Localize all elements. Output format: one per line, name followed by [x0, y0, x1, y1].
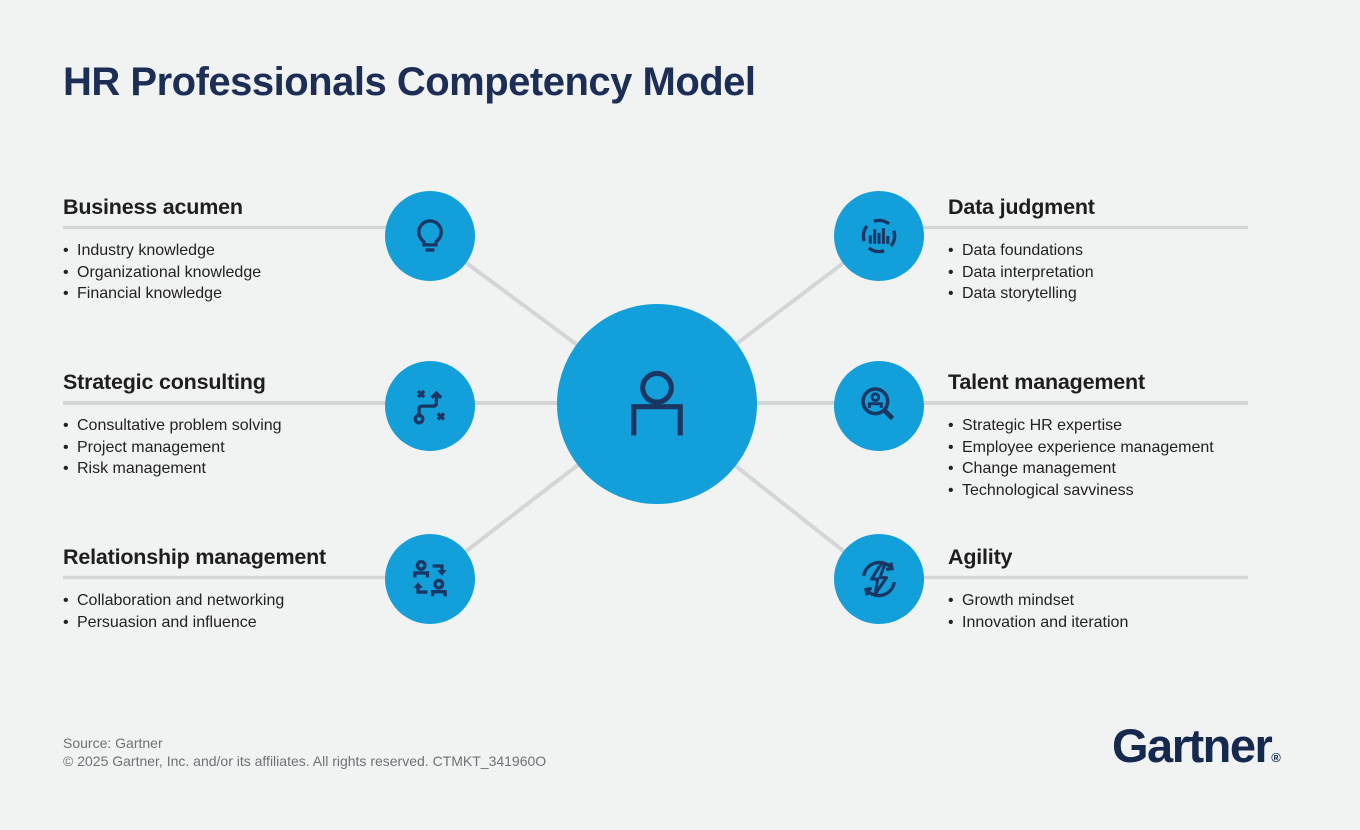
registered-trademark-icon: ® — [1271, 750, 1281, 765]
bullet-item: Project management — [63, 437, 398, 459]
section-title: Talent management — [948, 370, 1145, 394]
bullet-item: Employee experience management — [948, 437, 1283, 459]
node-agility — [834, 534, 924, 624]
section-title: Agility — [948, 545, 1013, 569]
bullet-item: Industry knowledge — [63, 240, 398, 262]
bullet-item: Data storytelling — [948, 283, 1283, 305]
bullet-list: Data foundations Data interpretation Dat… — [948, 240, 1283, 305]
bullet-list: Collaboration and networking Persuasion … — [63, 590, 398, 633]
bullet-item: Collaboration and networking — [63, 590, 398, 612]
node-relationship-management — [385, 534, 475, 624]
lightbulb-icon — [417, 219, 443, 252]
bullet-list: Growth mindset Innovation and iteration — [948, 590, 1283, 633]
bar-chart-circle-icon — [861, 218, 897, 254]
center-hub-circle — [557, 304, 757, 504]
section-title: Strategic consulting — [63, 370, 266, 394]
bullet-item: Consultative problem solving — [63, 415, 398, 437]
bullet-list: Industry knowledge Organizational knowle… — [63, 240, 398, 305]
source-line: Source: Gartner — [63, 735, 163, 751]
bullet-list: Strategic HR expertise Employee experien… — [948, 415, 1283, 502]
bullet-item: Strategic HR expertise — [948, 415, 1283, 437]
people-exchange-icon — [413, 560, 447, 597]
gartner-logo: Gartner® — [1112, 718, 1281, 773]
section-strategic-consulting: Strategic consulting Consultative proble… — [63, 369, 398, 480]
section-title: Business acumen — [63, 195, 243, 219]
bullet-item: Organizational knowledge — [63, 262, 398, 284]
section-title: Data judgment — [948, 195, 1095, 219]
bullet-list: Consultative problem solving Project man… — [63, 415, 398, 480]
person-icon — [631, 370, 683, 436]
strategy-tactics-icon — [413, 389, 446, 425]
footer-note: Source: Gartner © 2025 Gartner, Inc. and… — [63, 735, 546, 770]
section-business-acumen: Business acumen Industry knowledge Organ… — [63, 194, 398, 305]
page-title: HR Professionals Competency Model — [63, 60, 756, 104]
section-data-judgment: Data judgment Data foundations Data inte… — [948, 194, 1283, 305]
section-title: Relationship management — [63, 545, 327, 569]
node-talent-management — [834, 361, 924, 451]
bullet-item: Persuasion and influence — [63, 612, 398, 634]
section-relationship-management: Relationship management Collaboration an… — [63, 544, 398, 633]
lightning-cycle-icon — [862, 560, 896, 598]
bullet-item: Technological savviness — [948, 480, 1283, 502]
node-business-acumen — [385, 191, 475, 281]
bullet-item: Change management — [948, 458, 1283, 480]
section-talent-management: Talent management Strategic HR expertise… — [948, 369, 1283, 502]
bullet-item: Financial knowledge — [63, 283, 398, 305]
node-strategic-consulting — [385, 361, 475, 451]
bullet-item: Data foundations — [948, 240, 1283, 262]
copyright-line: © 2025 Gartner, Inc. and/or its affiliat… — [63, 752, 547, 769]
bullet-item: Data interpretation — [948, 262, 1283, 284]
section-agility: Agility Growth mindset Innovation and it… — [948, 544, 1283, 633]
bullet-item: Innovation and iteration — [948, 612, 1283, 634]
bullet-item: Growth mindset — [948, 590, 1283, 612]
bullet-item: Risk management — [63, 458, 398, 480]
gartner-logo-text: Gartner — [1112, 719, 1273, 772]
node-data-judgment — [834, 191, 924, 281]
person-magnifier-icon — [861, 387, 895, 421]
